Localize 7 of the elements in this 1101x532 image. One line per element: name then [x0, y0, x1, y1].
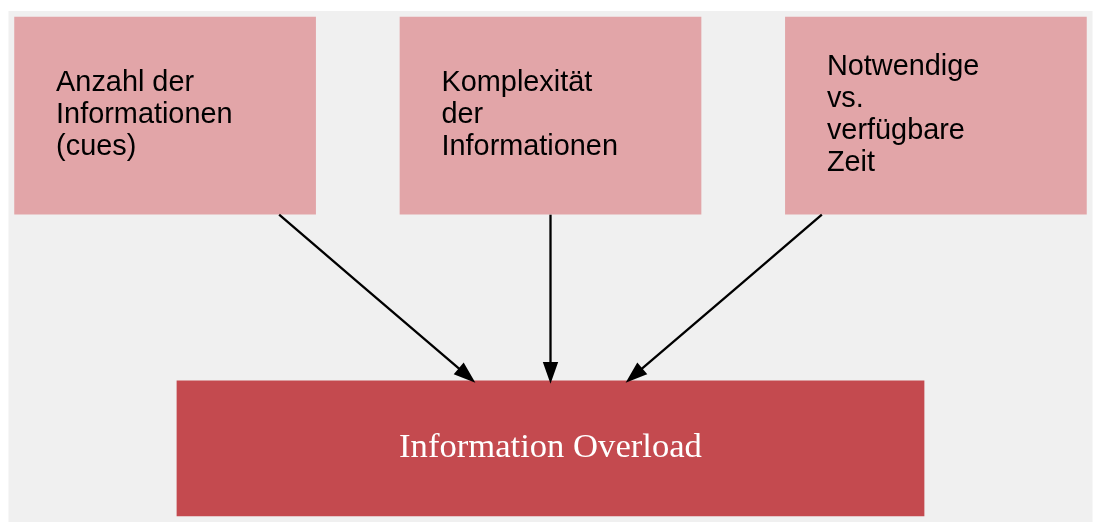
node-box: Notwendige vs. verfügbare Zeit — [785, 16, 1087, 215]
node-box: Anzahl der Informationen (cues) — [14, 16, 316, 215]
node-box: Komplexität der Informationen — [399, 16, 702, 215]
arrow — [542, 214, 559, 384]
arrow — [278, 213, 476, 383]
arrow — [625, 213, 823, 383]
node-box: Information Overload — [176, 380, 925, 516]
